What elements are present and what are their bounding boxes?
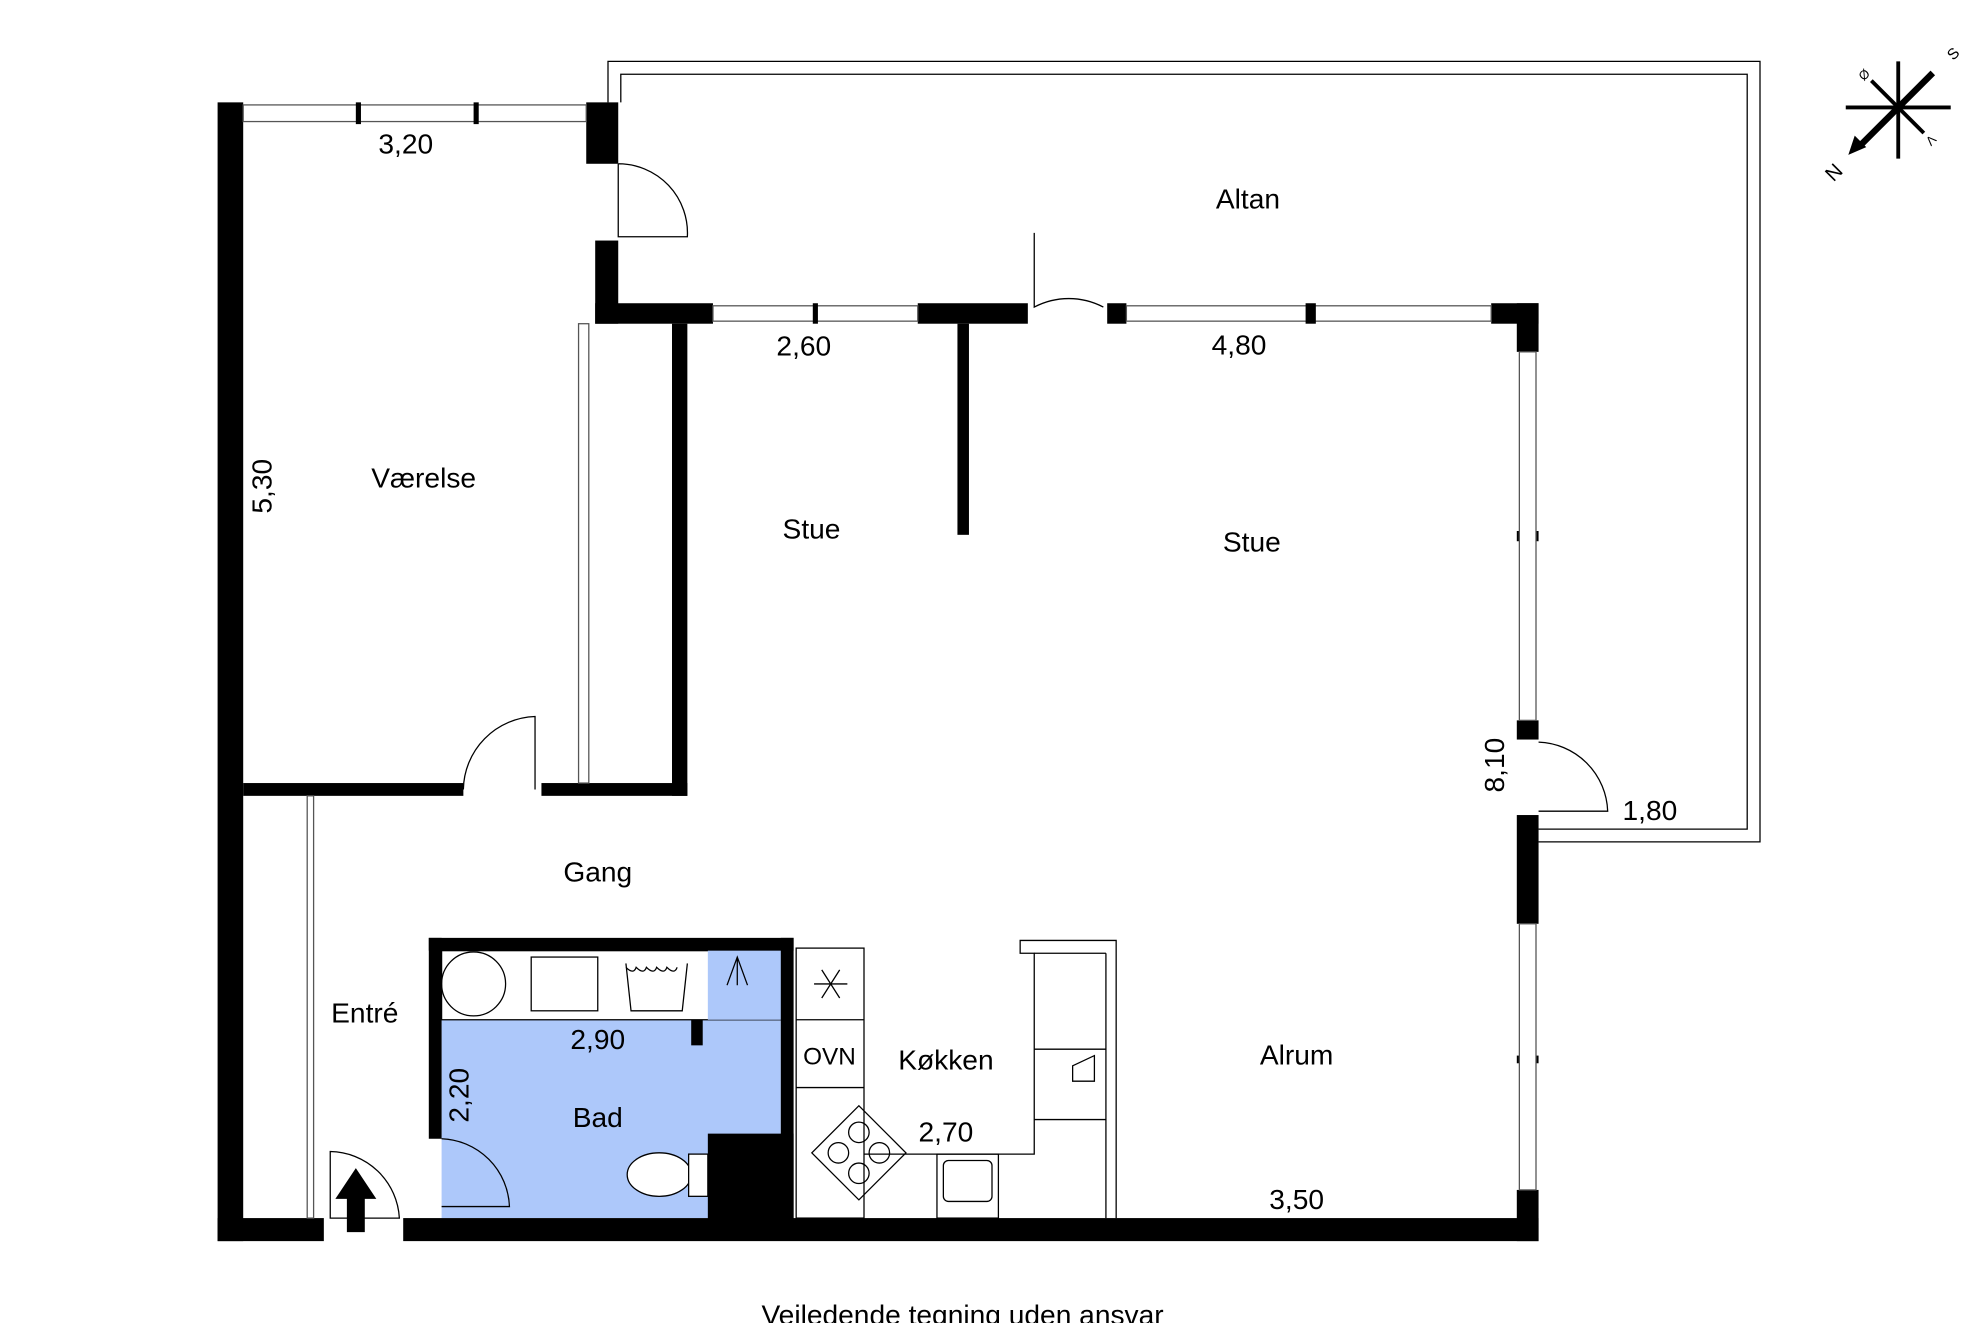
- shower-icon: [726, 955, 749, 986]
- dimension-label: 2,90: [570, 1024, 625, 1055]
- room-label-vaerelse: Værelse: [371, 462, 476, 493]
- kitchen-fixtures: [795, 939, 1117, 1219]
- laundry-basket-icon: [625, 963, 688, 1012]
- dimension-label: 2,70: [919, 1116, 974, 1147]
- compass-icon: [1845, 61, 1951, 159]
- dimension-label: 5,30: [246, 459, 277, 514]
- entrance-arrow-icon: [335, 1168, 377, 1233]
- dimension-label: 2,60: [776, 331, 831, 362]
- room-label-kokken: Køkken: [898, 1045, 993, 1076]
- compass-east-label: Ø: [1855, 66, 1873, 84]
- compass-north-label: N: [1821, 159, 1848, 186]
- compass-west-label: V: [1922, 132, 1939, 149]
- freezer-icon: [814, 969, 848, 999]
- doors: [329, 163, 1609, 1219]
- balcony-outline: [607, 60, 1761, 843]
- walls: [217, 102, 1539, 1242]
- caption: Vejledende tegning uden ansvar: [761, 1299, 1163, 1323]
- room-label-stue-right: Stue: [1223, 526, 1281, 557]
- room-label-gang: Gang: [563, 857, 632, 888]
- washer-icon: [440, 951, 507, 1017]
- dimension-label: 1,80: [1623, 795, 1678, 826]
- room-label-entre: Entré: [331, 997, 398, 1028]
- stove-icon: [810, 1104, 907, 1201]
- dimension-label: 8,10: [1479, 738, 1510, 793]
- compass-south-label: S: [1944, 45, 1963, 64]
- room-label-alrum: Alrum: [1260, 1040, 1334, 1071]
- bathroom-fixtures: [440, 950, 782, 1197]
- sink-icon: [530, 956, 599, 1012]
- dimension-label: 3,20: [378, 129, 433, 160]
- dimension-label: 4,80: [1212, 329, 1267, 360]
- dimension-label: 2,20: [443, 1068, 474, 1123]
- dimension-label: 3,50: [1269, 1184, 1324, 1215]
- room-label-bad: Bad: [573, 1102, 623, 1133]
- toilet-icon: [626, 1152, 692, 1197]
- wardrobes: [306, 323, 590, 1219]
- oven-label: OVN: [803, 1044, 856, 1071]
- windows: [242, 102, 1537, 1191]
- kitchen-sink-icon: [936, 1153, 1000, 1219]
- room-label-stue-left: Stue: [783, 514, 841, 545]
- room-label-altan: Altan: [1216, 184, 1280, 215]
